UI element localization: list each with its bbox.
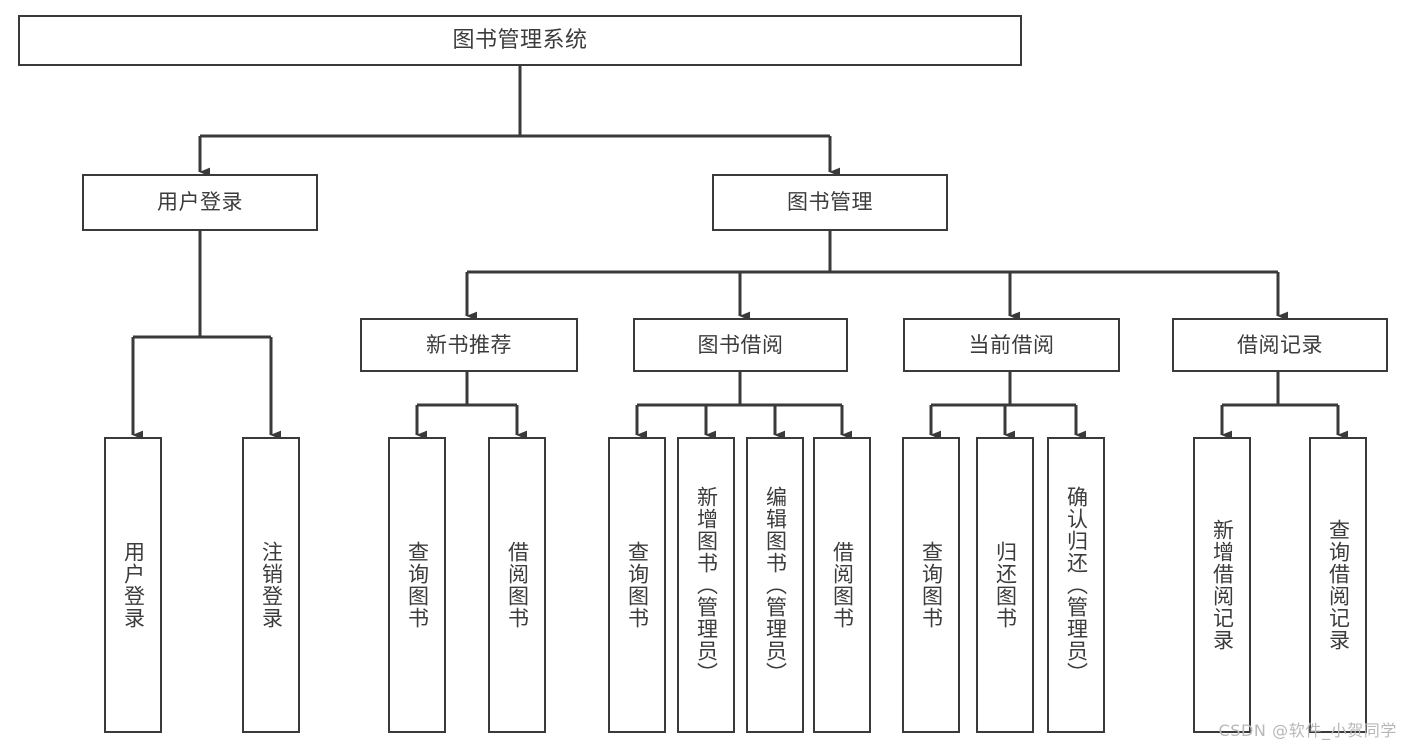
leaf-new-book-query[interactable]: 查询图书 bbox=[388, 437, 446, 733]
leaf-current-borrow-return-label: 归还图书 bbox=[993, 541, 1018, 629]
node-borrow-record[interactable]: 借阅记录 bbox=[1172, 318, 1388, 372]
leaf-current-borrow-query-label: 查询图书 bbox=[919, 541, 944, 629]
leaf-borrow-record-add-label: 新增借阅记录 bbox=[1210, 519, 1235, 651]
leaf-current-borrow-confirm-return[interactable]: 确认归还（管理员） bbox=[1047, 437, 1105, 733]
leaf-book-borrow-borrow-label: 借阅图书 bbox=[830, 541, 855, 629]
leaf-book-borrow-add-label: 新增图书（管理员） bbox=[694, 486, 719, 684]
leaf-book-borrow-query[interactable]: 查询图书 bbox=[608, 437, 666, 733]
node-book-borrow-label: 图书借阅 bbox=[697, 332, 784, 357]
leaf-current-borrow-confirm-return-label: 确认归还（管理员） bbox=[1064, 486, 1089, 684]
node-user-login-label: 用户登录 bbox=[157, 190, 243, 215]
leaf-book-borrow-query-label: 查询图书 bbox=[625, 541, 650, 629]
leaf-user-login-logout-label: 注销登录 bbox=[259, 541, 284, 629]
leaf-borrow-record-query[interactable]: 查询借阅记录 bbox=[1309, 437, 1367, 733]
node-new-book-recommend-label: 新书推荐 bbox=[426, 332, 512, 357]
node-new-book-recommend[interactable]: 新书推荐 bbox=[360, 318, 578, 372]
leaf-borrow-record-query-label: 查询借阅记录 bbox=[1326, 519, 1351, 651]
node-root-system[interactable]: 图书管理系统 bbox=[18, 15, 1022, 66]
leaf-user-login-logout[interactable]: 注销登录 bbox=[242, 437, 300, 733]
node-user-login[interactable]: 用户登录 bbox=[82, 174, 318, 231]
node-current-borrow[interactable]: 当前借阅 bbox=[903, 318, 1120, 372]
leaf-current-borrow-return[interactable]: 归还图书 bbox=[976, 437, 1034, 733]
leaf-book-borrow-edit-label: 编辑图书（管理员） bbox=[763, 486, 788, 684]
leaf-user-login-login[interactable]: 用户登录 bbox=[104, 437, 162, 733]
node-book-management-label: 图书管理 bbox=[787, 190, 873, 215]
node-book-management[interactable]: 图书管理 bbox=[712, 174, 948, 231]
leaf-new-book-borrow[interactable]: 借阅图书 bbox=[488, 437, 546, 733]
leaf-borrow-record-add[interactable]: 新增借阅记录 bbox=[1193, 437, 1251, 733]
node-root-system-label: 图书管理系统 bbox=[452, 27, 588, 53]
node-current-borrow-label: 当前借阅 bbox=[968, 332, 1055, 357]
leaf-book-borrow-edit[interactable]: 编辑图书（管理员） bbox=[746, 437, 804, 733]
leaf-book-borrow-add[interactable]: 新增图书（管理员） bbox=[677, 437, 735, 733]
leaf-new-book-borrow-label: 借阅图书 bbox=[505, 541, 530, 629]
leaf-user-login-login-label: 用户登录 bbox=[121, 541, 146, 629]
leaf-current-borrow-query[interactable]: 查询图书 bbox=[902, 437, 960, 733]
node-borrow-record-label: 借阅记录 bbox=[1237, 332, 1323, 357]
leaf-book-borrow-borrow[interactable]: 借阅图书 bbox=[813, 437, 871, 733]
node-book-borrow[interactable]: 图书借阅 bbox=[633, 318, 848, 372]
leaf-new-book-query-label: 查询图书 bbox=[405, 541, 430, 629]
